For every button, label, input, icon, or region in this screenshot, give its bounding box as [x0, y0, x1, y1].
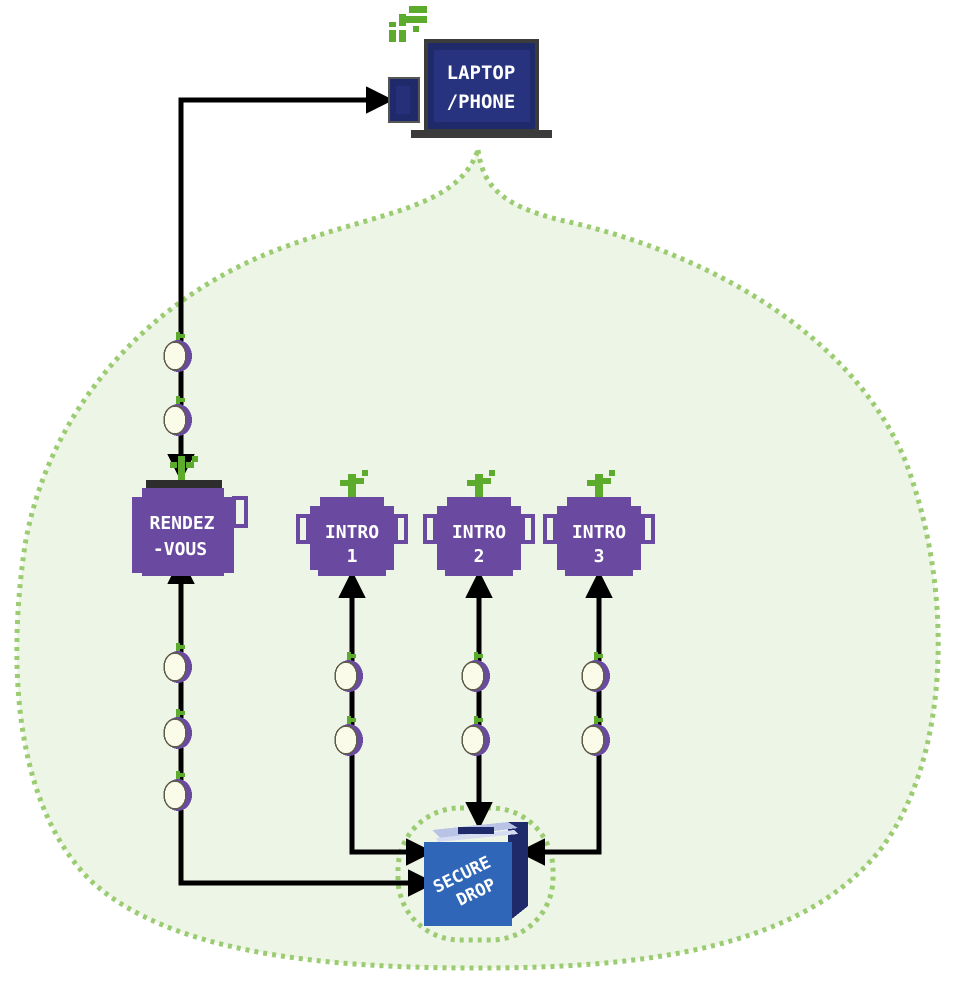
relay-onion-icon	[163, 709, 192, 749]
intro-point-node-2: INTRO 2	[423, 470, 535, 576]
relay-onion-icon	[581, 716, 610, 756]
wifi-icon	[389, 6, 427, 42]
securedrop-node: SECURE DROP	[424, 822, 528, 926]
relay-onion-icon	[163, 396, 192, 436]
intro-body	[310, 506, 394, 570]
intro-handle-right	[394, 514, 408, 544]
rendezvous-body	[132, 497, 234, 573]
relay-onion-icon	[581, 652, 610, 692]
intro-label-line2: 1	[347, 546, 358, 567]
intro-label-line1: INTRO	[452, 522, 506, 543]
relay-onion-icon	[163, 643, 192, 683]
relay-onion-icon	[334, 652, 363, 692]
relay-onion-icon	[163, 771, 192, 811]
intro-handle-left	[543, 514, 557, 544]
securedrop-box	[424, 842, 512, 926]
laptop-base	[411, 130, 552, 138]
rendezvous-label-line1: RENDEZ	[149, 513, 214, 534]
introduction-points: INTRO 1 INTRO 2 INTRO 3	[296, 470, 655, 576]
sprout-icon	[587, 470, 615, 500]
relay-onion-icon	[461, 716, 490, 756]
intro-body	[437, 506, 521, 570]
relay-onion-icon	[163, 332, 192, 372]
intro-point-node-1: INTRO 1	[296, 470, 408, 576]
rendezvous-point-node: RENDEZ -VOUS	[132, 456, 248, 576]
rendezvous-label-line2: -VOUS	[153, 539, 207, 560]
intro-handle-right	[641, 514, 655, 544]
relay-onions	[163, 332, 610, 811]
intro-label-line1: INTRO	[325, 522, 379, 543]
laptop-label-line1: LAPTOP	[447, 62, 516, 84]
relay-onion-icon	[461, 652, 490, 692]
intro-handle-left	[423, 514, 437, 544]
relay-onion-icon	[334, 716, 363, 756]
intro-point-node-3: INTRO 3	[543, 470, 655, 576]
sprout-icon	[467, 470, 495, 500]
intro-handle-right	[521, 514, 535, 544]
sprout-icon	[170, 456, 198, 480]
laptop-label-line2: /PHONE	[447, 91, 516, 113]
intro-label-line2: 2	[474, 546, 485, 567]
intro-body	[557, 506, 641, 570]
intro-handle-left	[296, 514, 310, 544]
sprout-icon	[340, 470, 368, 500]
intro-label-line2: 3	[594, 546, 605, 567]
laptop-phone-node: LAPTOP /PHONE	[388, 6, 552, 138]
rendezvous-handle	[232, 496, 248, 528]
intro-label-line1: INTRO	[572, 522, 626, 543]
